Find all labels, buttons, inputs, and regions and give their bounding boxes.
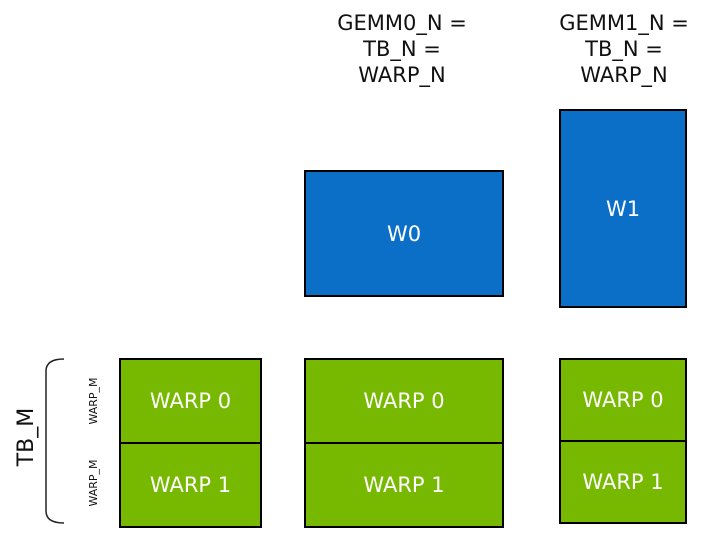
col2-warp0-label: WARP 0 [363,389,445,413]
col3-warp0-block: WARP 0 [559,358,687,442]
col1-warp1-block: WARP 1 [119,442,262,528]
gemm1-header: GEMM1_N = TB_N = WARP_N [540,10,708,88]
w1-label: W1 [605,196,641,221]
gemm1-header-line-2: TB_N = [585,37,663,61]
col3-warp1-label: WARP 1 [582,470,664,494]
gemm0-header-line-3: WARP_N [358,63,446,87]
col1-warp1-label: WARP 1 [149,473,232,497]
gemm0-header: GEMM0_N = TB_N = WARP_N [318,10,486,88]
w0-block: W0 [304,170,504,297]
col1-warp0-block: WARP 0 [119,358,262,444]
w1-block: W1 [559,109,687,308]
gemm0-header-line-1: GEMM0_N = [337,11,467,35]
warp-m-label-bottom: WARP_M [87,459,100,507]
warp-m-label-top: WARP_M [87,377,100,425]
gemm1-header-line-3: WARP_N [580,63,668,87]
gemm0-header-line-2: TB_N = [363,37,441,61]
col3-warp1-block: WARP 1 [559,440,687,524]
tb-m-bracket [45,358,65,524]
col2-warp1-block: WARP 1 [304,442,504,528]
w0-label: W0 [386,221,422,246]
col3-warp0-label: WARP 0 [582,388,664,412]
col1-warp0-label: WARP 0 [149,389,232,413]
tb-m-label: TB_M [14,407,39,467]
col2-warp0-block: WARP 0 [304,358,504,444]
gemm1-header-line-1: GEMM1_N = [559,11,689,35]
col2-warp1-label: WARP 1 [363,473,445,497]
